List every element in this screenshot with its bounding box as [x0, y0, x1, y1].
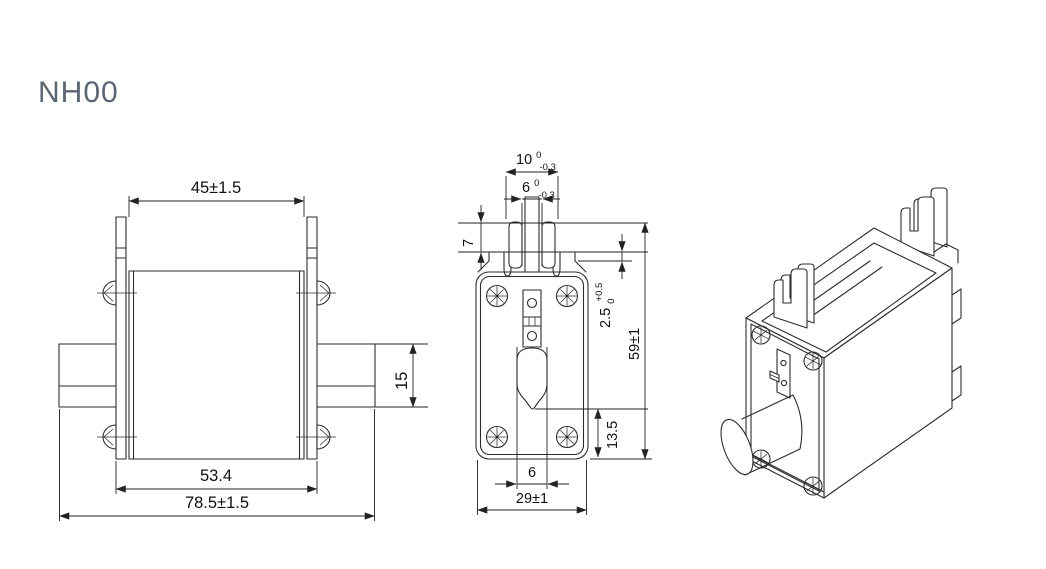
side-screws [485, 284, 579, 449]
svg-text:6 0 -0.3: 6 0 -0.3 [522, 174, 555, 201]
page-title: NH00 [38, 76, 119, 109]
svg-text:10 0 -0.3: 10 0 -0.3 [516, 146, 556, 173]
dim-label-2-5-sup: +0.5 [594, 283, 605, 302]
side-indicator-teardrop [516, 347, 548, 410]
front-blade-contacts [58, 343, 376, 408]
side-body [475, 271, 589, 460]
front-screws [97, 280, 336, 450]
front-view: 45±1.5 15 53.4 78.5±1.5 [58, 179, 428, 521]
dim-label-29: 29±1 [516, 491, 548, 507]
side-blade-tab [477, 196, 587, 277]
dim-side-step: 2.5 0 +0.5 [594, 234, 626, 328]
dim-label-7: 7 [461, 239, 477, 247]
dim-label-2-5-sub: 0 [606, 299, 617, 304]
dim-front-width-top: 45±1.5 [128, 179, 305, 217]
iso-blade-tab-near [773, 263, 815, 329]
dim-side-tab-height: 7 [461, 205, 485, 270]
dim-front-overall-width: 78.5±1.5 [59, 409, 375, 521]
iso-indicator-strip [769, 348, 791, 399]
dim-label-78-5: 78.5±1.5 [185, 494, 249, 512]
dim-label-6-top-sup: 0 [534, 178, 539, 189]
dim-front-blade-height: 15 [375, 343, 428, 408]
dim-label-6-top: 6 [522, 180, 530, 196]
dim-label-2-5: 2.5 [598, 308, 614, 328]
front-body [128, 270, 305, 460]
dim-label-10-sup: 0 [536, 150, 541, 161]
dim-side-body-width: 29±1 [477, 460, 587, 515]
front-side-plates [115, 216, 318, 460]
dim-side-tab-outer: 10 0 -0.3 [505, 146, 559, 219]
dim-label-6-bottom: 6 [528, 465, 536, 481]
dim-label-10-sub: -0.3 [540, 162, 556, 173]
dim-side-indicator-offset: 13.5 [535, 408, 648, 458]
dim-side-tab-slot: 6 0 -0.3 [504, 174, 560, 266]
dim-side-overall-height: 59±1 [590, 222, 652, 460]
iso-blade-cylinder [720, 394, 803, 476]
isometric-view [720, 187, 962, 499]
dim-label-45: 45±1.5 [191, 179, 241, 197]
dim-front-body-width: 53.4 [115, 461, 318, 494]
dim-label-53-4: 53.4 [200, 467, 232, 485]
side-indicator-strip [522, 289, 542, 348]
dim-label-13-5: 13.5 [605, 421, 621, 449]
dim-label-15: 15 [393, 372, 411, 390]
dim-label-59: 59±1 [627, 328, 643, 360]
dim-side-strip-width: 6 [495, 465, 569, 488]
dim-label-10: 10 [516, 152, 532, 168]
iso-blade-tab-far [900, 187, 948, 257]
svg-text:2.5 0 +0.5: 2.5 0 +0.5 [594, 283, 618, 328]
side-view: 10 0 -0.3 6 0 -0.3 [458, 146, 652, 515]
dim-label-6-top-sub: -0.3 [538, 190, 554, 201]
